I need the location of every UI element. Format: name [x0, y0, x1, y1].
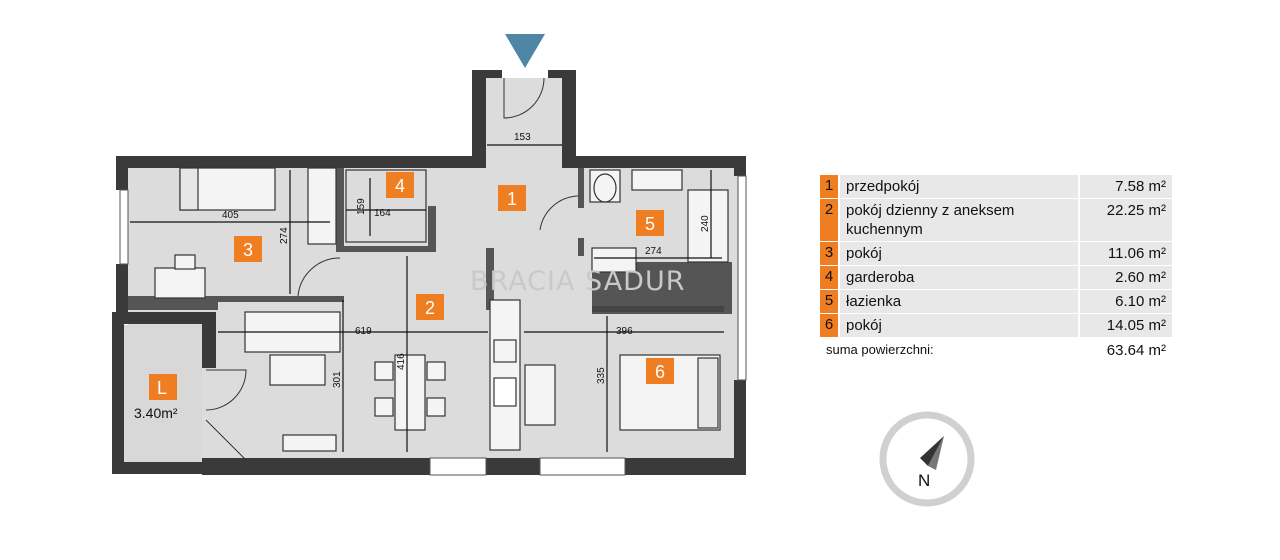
- legend-row: 5 łazienka 6.10 m²: [820, 290, 1172, 314]
- outer-walls: [112, 70, 746, 475]
- furniture: [154, 167, 729, 452]
- legend-row: 6 pokój 14.05 m²: [820, 314, 1172, 338]
- compass: N: [879, 411, 975, 507]
- legend-name: pokój dzienny z aneksem kuchennym: [840, 199, 1078, 241]
- compass-label: N: [918, 471, 930, 490]
- dim-label: 240: [700, 215, 711, 232]
- legend-num: 3: [820, 242, 838, 265]
- dim-label: 274: [279, 227, 290, 244]
- dimension-labels: 153 405 274 159 164 240 274 619 416 301 …: [222, 132, 711, 388]
- legend-row: 2 pokój dzienny z aneksem kuchennym 22.2…: [820, 199, 1172, 242]
- legend-row: 3 pokój 11.06 m²: [820, 242, 1172, 266]
- legend-num: 2: [820, 199, 838, 241]
- dim-label: 159: [356, 198, 367, 215]
- interior-walls: [128, 168, 732, 314]
- dim-label: 274: [645, 246, 662, 257]
- total-value: 63.64 m²: [1106, 342, 1166, 359]
- floor-plan: 153 405 274 159 164 240 274 619 416 301 …: [112, 34, 747, 476]
- legend-name: pokój: [840, 242, 1078, 265]
- windows: [119, 175, 747, 476]
- legend-area: 22.25 m²: [1080, 199, 1172, 241]
- balcony-badge: L: [157, 378, 167, 398]
- room-badge-4: 4: [395, 176, 405, 196]
- room-badge-3: 3: [243, 240, 253, 260]
- room-legend: 1 przedpokój 7.58 m² 2 pokój dzienny z a…: [820, 175, 1172, 359]
- room-badges: 1 2 3 4 5 6 L: [149, 172, 674, 400]
- legend-name: łazienka: [840, 290, 1078, 313]
- legend-row: 4 garderoba 2.60 m²: [820, 266, 1172, 290]
- dim-label: 335: [596, 367, 607, 384]
- dim-label: 396: [616, 326, 633, 337]
- total-label: suma powierzchni:: [826, 342, 934, 357]
- legend-name: przedpokój: [840, 175, 1078, 198]
- dim-label: 619: [355, 326, 372, 337]
- legend-area: 11.06 m²: [1080, 242, 1172, 265]
- dim-label: 416: [396, 353, 407, 370]
- legend-num: 6: [820, 314, 838, 337]
- dim-label: 164: [374, 208, 391, 219]
- dimension-lines: [130, 144, 724, 452]
- legend-num: 1: [820, 175, 838, 198]
- watermark: BRACIA SADUR: [470, 266, 685, 297]
- dim-label: 153: [514, 132, 531, 143]
- entrance-arrow-icon: [505, 34, 545, 68]
- room-badge-5: 5: [645, 214, 655, 234]
- legend-area: 7.58 m²: [1080, 175, 1172, 198]
- legend-area: 14.05 m²: [1080, 314, 1172, 337]
- dim-label: 405: [222, 210, 239, 221]
- legend-name: garderoba: [840, 266, 1078, 289]
- legend-num: 5: [820, 290, 838, 313]
- legend-total: suma powierzchni: 63.64 m²: [820, 342, 1172, 359]
- legend-name: pokój: [840, 314, 1078, 337]
- compass-needle-icon: [920, 436, 944, 466]
- balcony-area: 3.40m²: [134, 405, 178, 421]
- doors: [205, 77, 579, 461]
- room-badge-6: 6: [655, 362, 665, 382]
- room-badge-2: 2: [425, 298, 435, 318]
- legend-area: 2.60 m²: [1080, 266, 1172, 289]
- legend-row: 1 przedpokój 7.58 m²: [820, 175, 1172, 199]
- room-badge-1: 1: [507, 189, 517, 209]
- legend-num: 4: [820, 266, 838, 289]
- legend-area: 6.10 m²: [1080, 290, 1172, 313]
- dim-label: 301: [332, 371, 343, 388]
